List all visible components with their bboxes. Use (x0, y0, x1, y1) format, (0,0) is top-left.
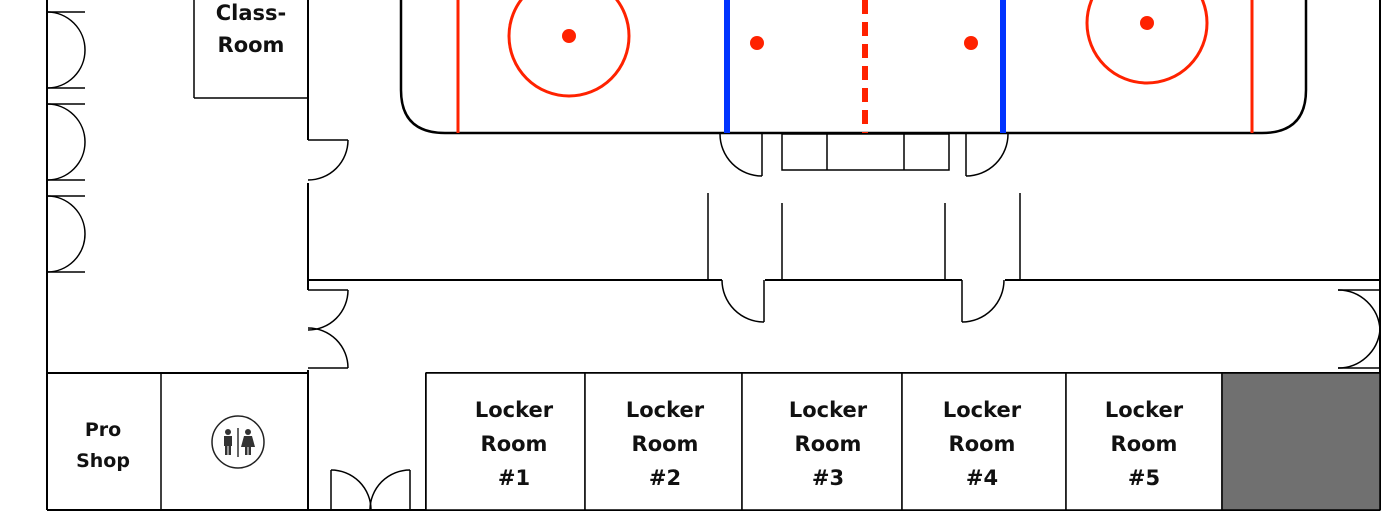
classroom-label-line1: Class- (216, 1, 287, 25)
restroom-icon (211, 415, 265, 469)
classroom-label-line2: Room (218, 33, 285, 57)
ice-rink (399, 0, 1308, 135)
locker-room-1-label-line1: Locker (475, 398, 554, 422)
corridor-doors (721, 279, 1381, 369)
classroom: Class- Room (193, 0, 308, 99)
locker-room-2-label-line2: Room (632, 432, 699, 456)
locker-room-3-label-line2: Room (795, 432, 862, 456)
storage-room (1221, 372, 1381, 511)
locker-room-4-label-line1: Locker (943, 398, 1022, 422)
neutral-dot-left (750, 36, 764, 50)
locker-room-1 (425, 372, 586, 511)
tunnel-walls (707, 193, 1021, 280)
locker-room-4-label-line2: Room (949, 432, 1016, 456)
locker-room-4 (901, 372, 1067, 511)
locker-room-5-label-line1: Locker (1105, 398, 1184, 422)
neutral-dot-right (964, 36, 978, 50)
locker-room-2 (584, 372, 743, 511)
benches (719, 133, 1009, 177)
pro-shop: Pro Shop (76, 373, 162, 510)
locker-room-3 (741, 372, 903, 511)
left-entrance-doors (46, 11, 86, 273)
pro-shop-label-line2: Shop (76, 450, 130, 472)
locker-room-5-label-line2: Room (1111, 432, 1178, 456)
locker-room-3-label-line3: #3 (812, 466, 844, 490)
locker-room-5-label-line3: #5 (1128, 466, 1160, 490)
left-inner-doors (307, 139, 349, 369)
locker-room-5 (1065, 372, 1223, 511)
faceoff-dot-left (562, 29, 576, 43)
locker-room-3-label-line1: Locker (789, 398, 868, 422)
locker-room-1-label-line3: #1 (498, 466, 530, 490)
faceoff-circle-right (1085, 0, 1209, 85)
locker-room-2-label-line1: Locker (626, 398, 705, 422)
locker-room-1-label-line2: Room (481, 432, 548, 456)
bottom-entrance-doors (330, 469, 411, 511)
pro-shop-label-line1: Pro (85, 419, 121, 441)
locker-room-4-label-line3: #4 (966, 466, 998, 490)
locker-room-2-label-line3: #2 (649, 466, 681, 490)
faceoff-dot-right (1140, 16, 1154, 30)
faceoff-circle-left (507, 0, 631, 98)
